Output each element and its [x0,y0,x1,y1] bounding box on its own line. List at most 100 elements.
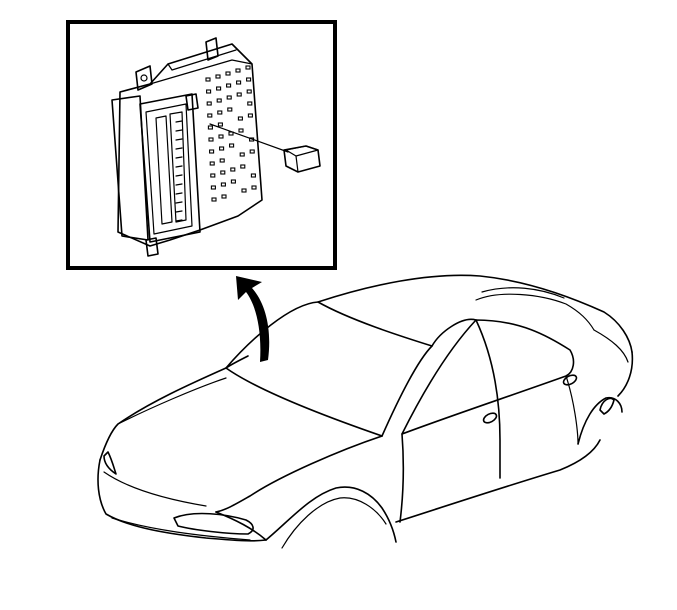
locator-arrow [236,276,270,362]
terminal-cavity [226,95,232,100]
connector-frame-inner [145,103,193,235]
connector-pins [175,120,183,222]
connector-pin [175,183,183,186]
terminal-cavity [235,68,241,73]
rear-door-handle [562,374,578,386]
housing-rim [167,49,237,71]
mounting-foot [145,237,159,257]
deck-lid-edge [593,329,629,363]
a-pillar [381,345,433,437]
hood-left-edge [99,367,227,461]
terminal-cavity [249,149,255,154]
terminal-cavity [246,77,252,82]
terminal-cavity [211,197,217,202]
lower-valance [111,517,251,541]
terminal-cavity [208,137,214,142]
rocker-panel [395,439,601,523]
terminal-cavity [247,101,253,106]
terminal-cavity [219,158,225,163]
terminal-cavity [216,98,222,103]
bumper-crease [103,471,207,507]
inset-frame [66,20,337,270]
roofline [225,274,633,369]
terminal-cavity [226,83,232,88]
door-shut-line [475,319,501,479]
module-housing [117,43,263,247]
headlight-left [103,451,117,475]
rear-quarter [617,351,634,397]
connector-plug [283,145,321,173]
front-door-edge [399,433,405,523]
connector-frame [139,93,201,243]
terminal-cavity [206,101,212,106]
terminal-cavity [215,74,221,79]
terminal-cavity-grid [205,65,257,202]
terminal-cavity [209,161,215,166]
connector-pin [175,192,183,195]
hood-crease [117,377,227,425]
connector-latch [185,93,199,111]
terminal-cavity [210,185,216,190]
connector-pin [175,120,183,123]
cowl-line [225,367,383,437]
terminal-cavity [206,89,212,94]
terminal-cavity [205,77,211,82]
terminal-cavity [246,89,252,94]
control-module [111,37,263,257]
connector-pin [175,165,183,168]
terminal-cavity [220,170,226,175]
connector-pin [175,201,183,204]
vehicle-body [97,274,634,549]
terminal-cavity [217,110,223,115]
plug-lead-line [209,123,289,153]
connector-channel-2 [169,111,187,223]
terminal-cavity [238,128,244,133]
roof-panel-edge [317,301,477,347]
terminal-cavity [236,80,242,85]
terminal-cavity [209,149,215,154]
housing-top-edge [149,59,253,85]
terminal-cavity [218,134,224,139]
terminal-cavity [210,173,216,178]
terminal-cavity [221,194,227,199]
connector-channel [155,115,173,225]
hood-right-edge [215,435,383,513]
terminal-cavity [247,113,253,118]
terminal-cavity [207,125,213,130]
side-window [401,319,575,435]
terminal-cavity [236,92,242,97]
terminal-cavity [251,185,257,190]
terminal-cavity [216,86,222,91]
terminal-cavity [230,167,236,172]
terminal-cavity [225,71,231,76]
terminal-cavity [230,179,236,184]
terminal-cavity [239,152,245,157]
front-wheel-arch-inner [281,497,387,549]
terminal-cavity [250,173,256,178]
rear-window-edge [475,293,595,331]
terminal-cavity [219,146,225,151]
terminal-cavity [241,188,247,193]
terminal-cavity [220,182,226,187]
terminal-cavity [240,164,246,169]
headlight-right [173,512,254,535]
terminal-cavity [229,143,235,148]
fender-line [215,511,267,541]
connector-pin [175,156,183,159]
front-door-handle [482,412,498,424]
front-bumper [97,459,267,542]
connector-pin [175,147,183,150]
windshield-left [225,355,249,369]
terminal-cavity [227,107,233,112]
rear-door-edge [565,375,579,445]
bracket-hole [140,74,148,82]
terminal-cavity [207,113,213,118]
terminal-cavity [245,65,251,70]
connector-pin [175,129,183,132]
connector-pin [175,174,183,177]
rear-wheel-arch [577,396,623,445]
front-wheel-arch [265,486,397,543]
connector-pin [175,219,183,222]
